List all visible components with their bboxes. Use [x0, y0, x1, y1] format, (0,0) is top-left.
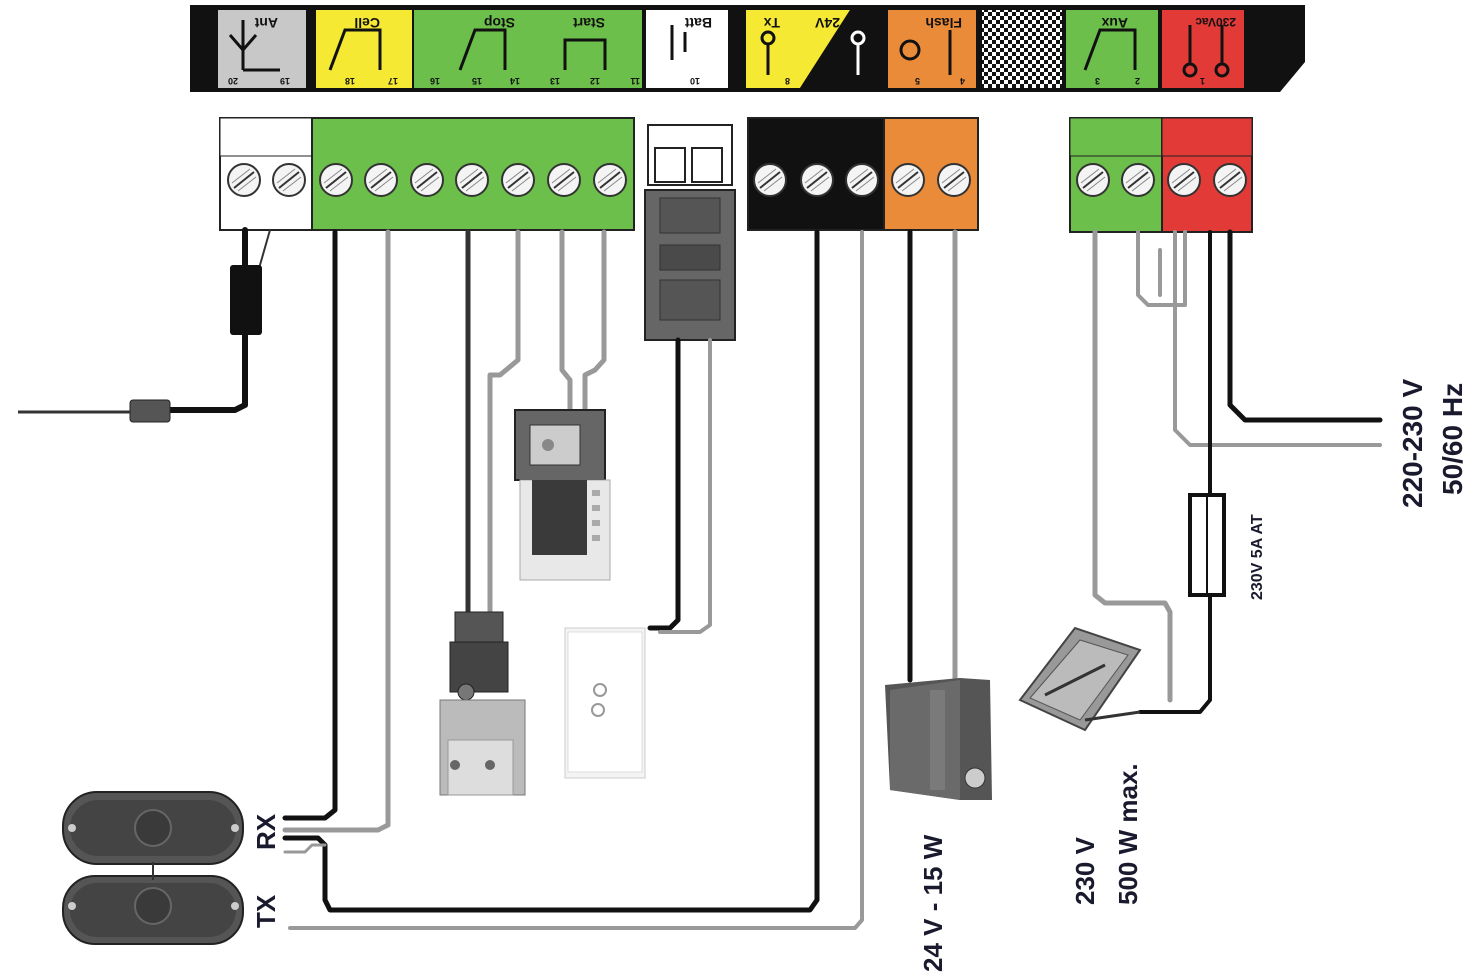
- cell-contact-icon: [328, 28, 382, 71]
- legend-start-label: Start: [573, 15, 605, 31]
- lamp-power-label: 500 W max.: [1113, 763, 1143, 905]
- tx-label: TX: [251, 894, 281, 928]
- terminal-number-label: 14: [510, 76, 520, 86]
- terminal-number-label: 13: [550, 76, 560, 86]
- terminal-number-label: 17: [388, 76, 398, 86]
- terminal-number-label: 8: [785, 76, 790, 86]
- orange-terminal-block: [883, 117, 979, 231]
- legend-230vac-label: 230Vac: [1195, 15, 1236, 29]
- wires: [167, 227, 1383, 930]
- terminal-number-label: 11: [630, 76, 640, 86]
- lamp-voltage-label: 230 V: [1070, 836, 1100, 905]
- terminal-number-label: 15: [472, 76, 482, 86]
- qr-code: [982, 10, 1062, 88]
- legend-aux-label: Aux: [1101, 15, 1128, 31]
- legend-ant-label: Ant: [254, 15, 278, 31]
- mains-frequency-label: 50/60 Hz: [1437, 383, 1468, 495]
- fuse-label: 230V 5A AT: [1249, 514, 1266, 600]
- legend-antenna-block: [218, 10, 306, 88]
- battery-connector: [644, 124, 736, 341]
- legend-stop-label: Stop: [484, 15, 515, 31]
- terminal-number-label: 1: [1200, 76, 1205, 86]
- terminal-number-label: 12: [590, 76, 600, 86]
- terminal-number-label: 6: [865, 76, 870, 86]
- photocell-rx-device: [62, 791, 244, 865]
- antenna-device: [18, 265, 262, 423]
- terminal-number-label: 16: [430, 76, 440, 86]
- fuse-device: [1188, 493, 1226, 597]
- keypad-device: [514, 409, 611, 581]
- legend-cell-label: Cell: [354, 15, 380, 31]
- mains-voltage-label: 220-230 V: [1397, 378, 1428, 508]
- flash-lamp-icon: [899, 39, 921, 61]
- flashing-light-device: [885, 678, 992, 800]
- aux-contact-icon: [1083, 28, 1137, 71]
- terminal-screw: [227, 163, 261, 197]
- terminal-number-label: 9: [740, 76, 745, 86]
- legend-aux-block: [1066, 10, 1158, 88]
- legend-230vac-block: [1162, 10, 1244, 88]
- terminal-number-label: 18: [345, 76, 355, 86]
- flash-rating-label: 24 V - 15 W: [918, 834, 948, 972]
- legend-battery-block: [646, 10, 728, 88]
- terminal-legend-strip: Ant Cell Stop Start Batt Tx 24V Flash Au…: [190, 5, 1305, 92]
- floodlight-device: [1018, 626, 1142, 732]
- terminal-number-label: 5: [915, 76, 920, 86]
- stop-contact-icon: [458, 28, 507, 71]
- rx-label: RX: [251, 813, 281, 850]
- legend-tx-label: Tx: [763, 15, 780, 31]
- aux-terminal-block: [1069, 117, 1163, 233]
- terminal-number-label: 2: [1135, 76, 1140, 86]
- black-terminal-block: [747, 117, 885, 231]
- legend-flash-block: [888, 10, 976, 88]
- antenna-terminal-block: [219, 117, 313, 231]
- legend-cell-block: [316, 10, 412, 88]
- legend-batt-label: Batt: [684, 15, 712, 31]
- terminal-number-label: 3: [1095, 76, 1100, 86]
- terminal-number-label: 4: [960, 76, 965, 86]
- terminal-number-label: 20: [228, 76, 238, 86]
- legend-24v-label: 24V: [814, 15, 840, 31]
- mains-terminal-block: [1161, 117, 1253, 233]
- photocell-tx-device: [62, 862, 244, 945]
- legend-tx-block: [746, 10, 850, 88]
- battery-pack-device: [564, 627, 646, 779]
- legend-flash-label: Flash: [925, 15, 962, 31]
- terminal-number-label: 7: [825, 76, 830, 86]
- start-contact-icon: [563, 38, 607, 70]
- terminal-screw: [272, 163, 306, 197]
- limit-switch-device: [439, 611, 526, 796]
- legend-stop-start-block: [414, 10, 642, 88]
- green-terminal-block: [311, 117, 635, 231]
- terminal-number-label: 19: [280, 76, 290, 86]
- terminal-number-label: 10: [690, 76, 700, 86]
